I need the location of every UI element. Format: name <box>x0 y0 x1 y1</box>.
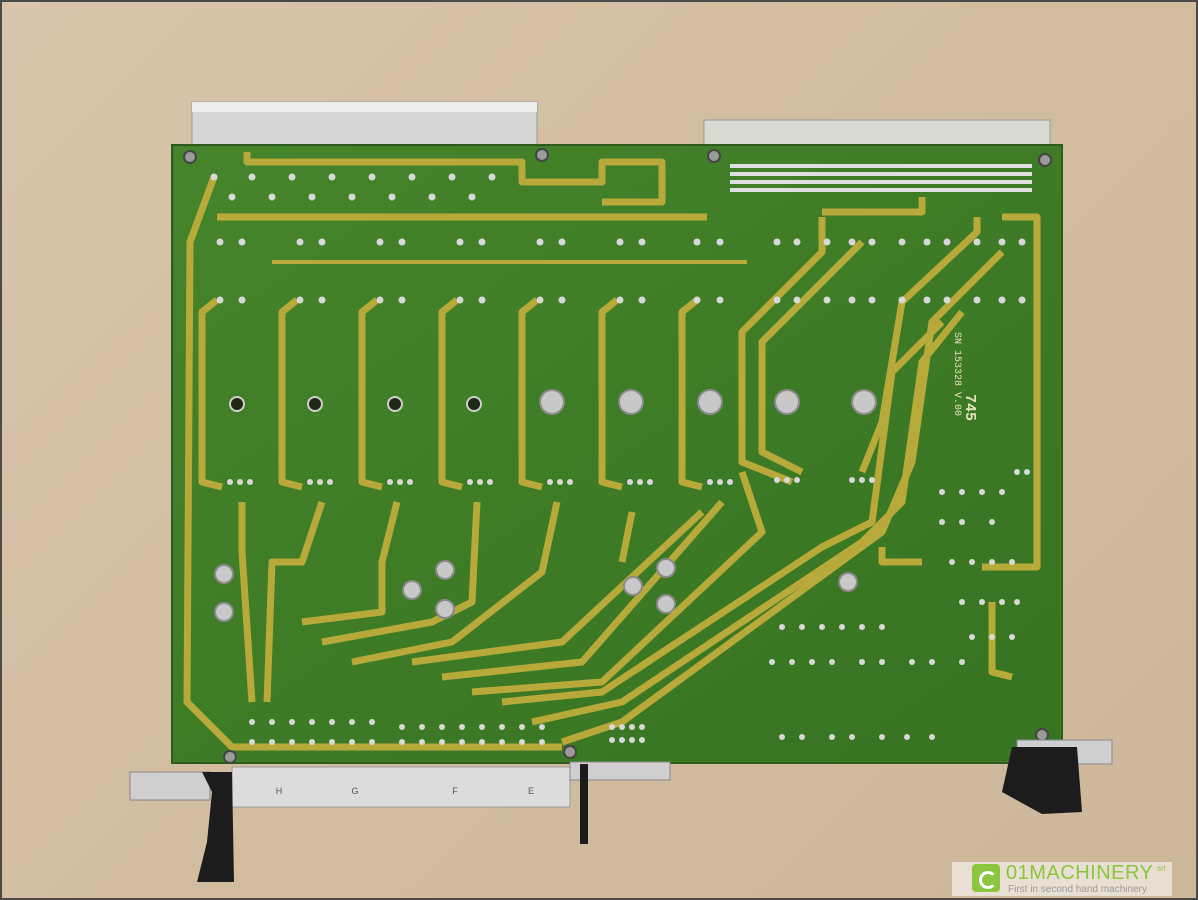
corner-screws <box>183 148 1052 764</box>
connector-label-g: G <box>351 786 359 796</box>
copper-traces <box>183 152 1041 751</box>
board-model-number: 745 <box>961 394 978 422</box>
connector-label-e: E <box>527 786 534 796</box>
watermark-logo-icon <box>972 864 1000 892</box>
ejector-left <box>197 772 234 882</box>
ejector-right <box>1002 747 1082 814</box>
connector-label-f: F <box>452 786 458 796</box>
standoffs <box>214 389 877 622</box>
watermark-suffix: srl <box>1157 864 1166 873</box>
watermark-tagline: First in second hand machinery <box>1008 884 1147 895</box>
watermark-name: 01MACHINERY <box>1006 862 1154 884</box>
connector-pin-matrix <box>730 164 1032 192</box>
solder-pads <box>210 173 1030 745</box>
mounting-holes <box>229 396 482 412</box>
connector-label-h: H <box>275 786 283 796</box>
watermark: 01MACHINERY srl First in second hand mac… <box>952 862 1172 896</box>
board-serial-text: SN 153328 V.00 <box>951 332 962 417</box>
ejector-middle <box>580 764 588 844</box>
